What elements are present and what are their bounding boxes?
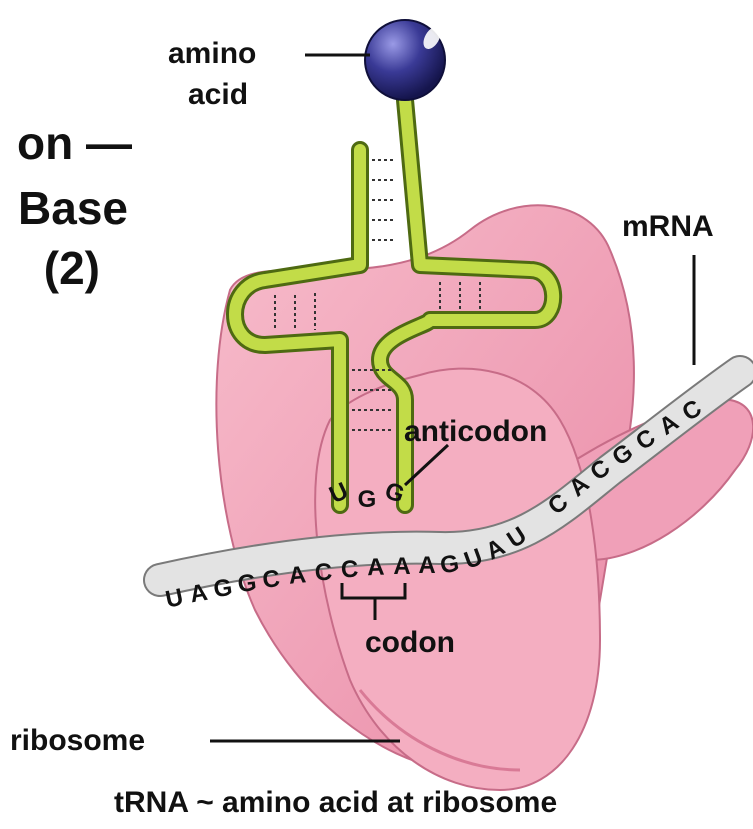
anticodon-base-2: G — [358, 486, 377, 513]
caption: tRNA ~ amino acid at ribosome — [114, 788, 557, 818]
mrna-base-left-7: C — [314, 558, 333, 586]
codon-label: codon — [365, 628, 455, 658]
mrna-base-left-4: G — [236, 569, 258, 598]
mrna-base-left-11: A — [418, 552, 435, 579]
ribosome-label: ribosome — [10, 726, 145, 756]
anticodon-label: anticodon — [404, 417, 547, 447]
mrna-base-left-10: A — [393, 553, 410, 580]
mrna-base-left-9: A — [367, 554, 385, 582]
mrna-base-left-5: C — [261, 565, 281, 594]
mrna-base-left-8: C — [340, 556, 359, 584]
mrna-label: mRNA — [622, 212, 714, 242]
amino-acid-label-line2: acid — [188, 80, 248, 110]
title-line-1: on — — [0, 120, 132, 166]
mrna-base-left-6: A — [288, 561, 308, 589]
amino-acid-label-line1: amino — [168, 39, 256, 69]
title-line-3: (2) — [0, 245, 100, 291]
mrna-base-left-3: G — [212, 574, 234, 603]
title-line-2: Base — [0, 185, 128, 231]
